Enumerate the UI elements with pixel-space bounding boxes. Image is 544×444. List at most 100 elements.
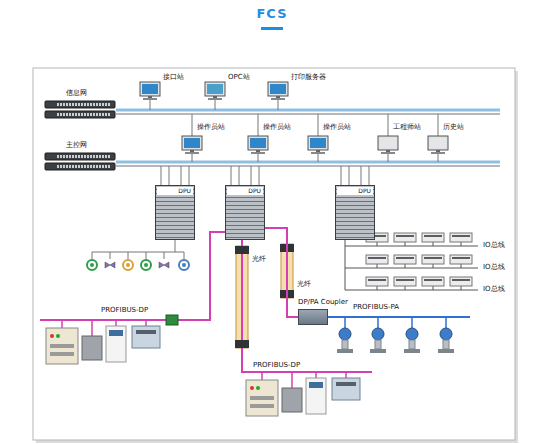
switch-port bbox=[84, 155, 86, 158]
switch-port bbox=[66, 103, 68, 106]
drop-line bbox=[169, 166, 170, 185]
io-wire bbox=[377, 286, 378, 290]
monitor-icon bbox=[248, 136, 268, 154]
node-label: DPU bbox=[227, 187, 263, 195]
module-strip bbox=[136, 330, 156, 334]
switch-port bbox=[69, 155, 71, 158]
display-panel bbox=[109, 330, 123, 336]
drop-line bbox=[192, 154, 193, 162]
transmitter-head bbox=[440, 328, 452, 340]
switch-icon bbox=[45, 111, 115, 118]
monitor-icon bbox=[205, 82, 225, 100]
io-module bbox=[450, 255, 472, 264]
monitor-screen bbox=[184, 138, 200, 148]
terminal-strip bbox=[50, 352, 74, 356]
valve-symbol bbox=[159, 262, 169, 268]
repeater bbox=[166, 315, 178, 325]
switch-port bbox=[72, 103, 74, 106]
drop-line bbox=[361, 166, 362, 185]
switch-port bbox=[75, 113, 77, 116]
title: FCS bbox=[0, 6, 544, 21]
indicator-light bbox=[250, 386, 254, 390]
instrument-drop bbox=[377, 317, 379, 328]
drop-line bbox=[278, 100, 279, 110]
fiber-connector-line bbox=[265, 228, 298, 317]
switch-icon bbox=[45, 163, 115, 170]
drop-line bbox=[318, 154, 319, 162]
display-panel bbox=[309, 382, 323, 388]
node-label: 信息网 bbox=[66, 89, 87, 98]
instrument-symbol bbox=[144, 263, 148, 267]
indicator-light bbox=[56, 334, 60, 338]
io-module-strip bbox=[396, 257, 414, 259]
device-drop bbox=[61, 320, 63, 328]
terminal-strip bbox=[50, 344, 74, 348]
dpu-cabinet: DPU bbox=[155, 185, 195, 240]
node-label: OPC站 bbox=[228, 73, 250, 82]
fiber-connector bbox=[235, 246, 249, 254]
drop-line bbox=[388, 114, 389, 136]
drive-unit bbox=[306, 378, 326, 414]
drop-line bbox=[438, 114, 439, 136]
workstation: OPC站 bbox=[228, 73, 250, 82]
io-module-strip bbox=[368, 257, 386, 259]
switch-port bbox=[105, 103, 107, 106]
io-module-strip bbox=[368, 279, 386, 281]
transmitter-body bbox=[342, 340, 348, 349]
switch-port bbox=[90, 165, 92, 168]
drop-line bbox=[181, 166, 182, 185]
remote-io bbox=[132, 326, 160, 348]
monitor-icon bbox=[378, 136, 398, 154]
node-label: 操作员站 bbox=[263, 123, 291, 132]
switch-body bbox=[45, 111, 115, 118]
io-wire bbox=[405, 242, 406, 246]
field-wire bbox=[110, 252, 111, 259]
transmitter-head bbox=[372, 328, 384, 340]
drop-line bbox=[369, 166, 370, 185]
transmitter-flange bbox=[370, 349, 386, 353]
drop-line bbox=[341, 166, 342, 185]
device-drop bbox=[345, 372, 347, 378]
switch-port bbox=[87, 155, 89, 158]
io-wire bbox=[345, 240, 346, 290]
terminal-strip bbox=[250, 404, 274, 408]
switch-port bbox=[99, 103, 101, 106]
monitor-icon bbox=[182, 136, 202, 154]
io-module-strip bbox=[452, 235, 470, 237]
drop-line bbox=[239, 166, 240, 185]
control-bus bbox=[116, 165, 500, 167]
transmitter-body bbox=[443, 340, 449, 349]
monitor-stand bbox=[316, 150, 320, 152]
switch-port bbox=[93, 165, 95, 168]
network-switch: 信息网 bbox=[66, 89, 87, 98]
io-module bbox=[394, 277, 416, 286]
transmitter-flange bbox=[438, 349, 454, 353]
switch-port bbox=[69, 165, 71, 168]
switch-port bbox=[72, 155, 74, 158]
io-wire bbox=[461, 286, 462, 290]
field-wire bbox=[92, 252, 184, 253]
switch-port bbox=[75, 103, 77, 106]
workstation: 操作员站 bbox=[197, 123, 225, 132]
switch-port bbox=[72, 165, 74, 168]
transmitter-head bbox=[406, 328, 418, 340]
switch-port bbox=[84, 165, 86, 168]
monitor-frame bbox=[308, 136, 328, 150]
workstation: 历史站 bbox=[443, 123, 464, 132]
instrument-symbol bbox=[87, 260, 97, 270]
switch-port bbox=[96, 103, 98, 106]
switch-port bbox=[108, 113, 110, 116]
node-label: DPU bbox=[157, 187, 193, 195]
switch-port bbox=[96, 155, 98, 158]
workstation: 接口站 bbox=[163, 73, 184, 82]
switch-port bbox=[81, 113, 83, 116]
annotation-label: PROFIBUS-DP bbox=[100, 306, 149, 315]
annotation-label: IO总线 bbox=[482, 241, 506, 250]
transmitter-body bbox=[375, 340, 381, 349]
monitor-base bbox=[271, 98, 285, 100]
switch-port bbox=[72, 113, 74, 116]
node-label: 操作员站 bbox=[323, 123, 351, 132]
io-wire bbox=[433, 286, 434, 290]
switch-port bbox=[93, 113, 95, 116]
